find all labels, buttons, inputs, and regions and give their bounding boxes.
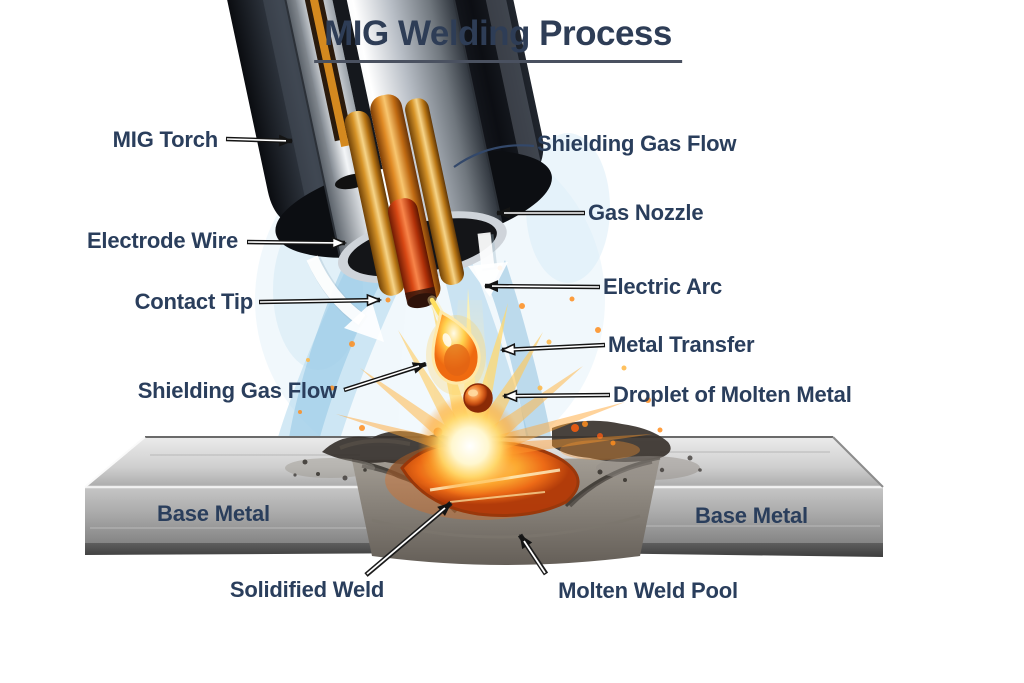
label-molten-weld-pool: Molten Weld Pool bbox=[558, 578, 738, 603]
leader-lines bbox=[225, 134, 611, 577]
leader-electrode-wire bbox=[246, 236, 348, 250]
sparks bbox=[298, 265, 663, 446]
electric-arc-and-transfer bbox=[426, 295, 493, 413]
label-base-metal-left: Base Metal bbox=[157, 501, 270, 526]
leader-shielding-gas-flow-left bbox=[343, 361, 427, 393]
electrode-red-tube bbox=[388, 198, 436, 308]
label-contact-tip: Contact Tip bbox=[134, 289, 254, 314]
label-electric-arc: Electric Arc bbox=[603, 274, 723, 299]
page-title: MIG Welding Process bbox=[314, 15, 682, 63]
label-base-metal-right: Base Metal bbox=[695, 503, 808, 528]
label-mig-torch: MIG Torch bbox=[112, 127, 219, 152]
label-solidified-weld: Solidified Weld bbox=[229, 577, 385, 602]
leader-contact-tip bbox=[258, 293, 383, 307]
label-metal-transfer: Metal Transfer bbox=[608, 332, 755, 357]
flow-arrow-left bbox=[306, 255, 366, 325]
flow-arrow-right bbox=[477, 232, 495, 269]
label-gas-nozzle: Gas Nozzle bbox=[588, 200, 704, 225]
gas-nozzle-tube bbox=[265, 0, 504, 265]
label-shielding-gas-flow-right: Shielding Gas Flow bbox=[537, 131, 737, 156]
leader-metal-transfer bbox=[499, 342, 606, 356]
label-droplet-of-molten-metal: Droplet of Molten Metal bbox=[613, 382, 852, 407]
leader-electric-arc bbox=[484, 280, 601, 293]
leader-droplet bbox=[501, 389, 611, 403]
label-electrode-wire: Electrode Wire bbox=[86, 228, 238, 253]
leader-shielding-gas-flow-right bbox=[453, 144, 535, 168]
mig-torch bbox=[205, 0, 552, 309]
molten-droplet bbox=[463, 383, 493, 413]
contact-tip-rods bbox=[344, 94, 464, 309]
leader-molten-weld-pool bbox=[517, 533, 549, 576]
leader-solidified-weld bbox=[364, 501, 453, 577]
label-shielding-gas-flow-left: Shielding Gas Flow bbox=[137, 378, 338, 403]
leader-mig-torch bbox=[225, 134, 293, 147]
gas-flow-arrows bbox=[306, 232, 508, 342]
